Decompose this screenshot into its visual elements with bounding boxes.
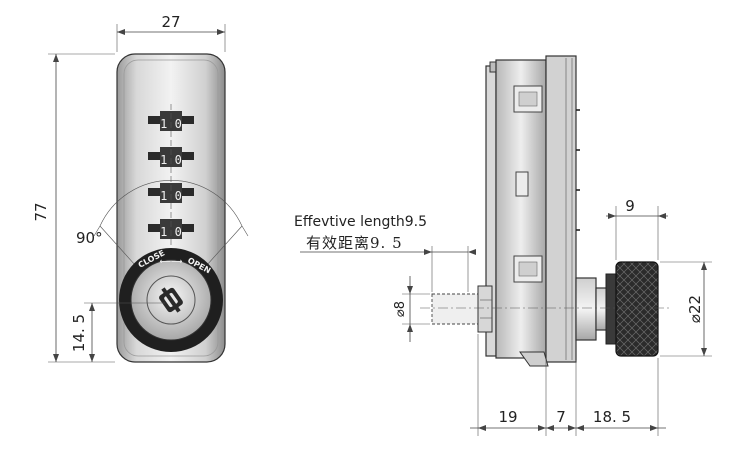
side-view: 9 ⌀22 ⌀8 Effevtive length9.5 有效距离9. 5 19…: [294, 55, 712, 436]
front-view: 1 0 1 0 1 0 1 0 90°: [32, 13, 249, 363]
dim-knob-width: 9: [625, 197, 635, 215]
dim-width-top: 27: [161, 13, 180, 31]
key-icon: [146, 275, 196, 325]
dim-bottom-a: 19: [498, 408, 517, 426]
combination-dials: 1 0 1 0 1 0 1 0: [148, 104, 194, 246]
angle-label: 90°: [76, 229, 103, 247]
effective-length-cn: 有效距离9. 5: [306, 234, 403, 252]
dim-shaft-dia: ⌀8: [393, 301, 408, 317]
dim-knob-dia: ⌀22: [686, 295, 704, 323]
dim-bottom-c: 18. 5: [593, 408, 631, 426]
cam-shaft: [431, 293, 487, 325]
knob-icon: [615, 261, 659, 357]
rotation-arc: [99, 180, 243, 227]
dim-height-left: 77: [32, 202, 50, 221]
dim-bottom-b: 7: [556, 408, 566, 426]
dim-height-key: 14. 5: [70, 314, 88, 352]
svg-text:⟵⟶: ⟵⟶: [160, 257, 183, 266]
effective-length-en: Effevtive length9.5: [294, 214, 427, 230]
